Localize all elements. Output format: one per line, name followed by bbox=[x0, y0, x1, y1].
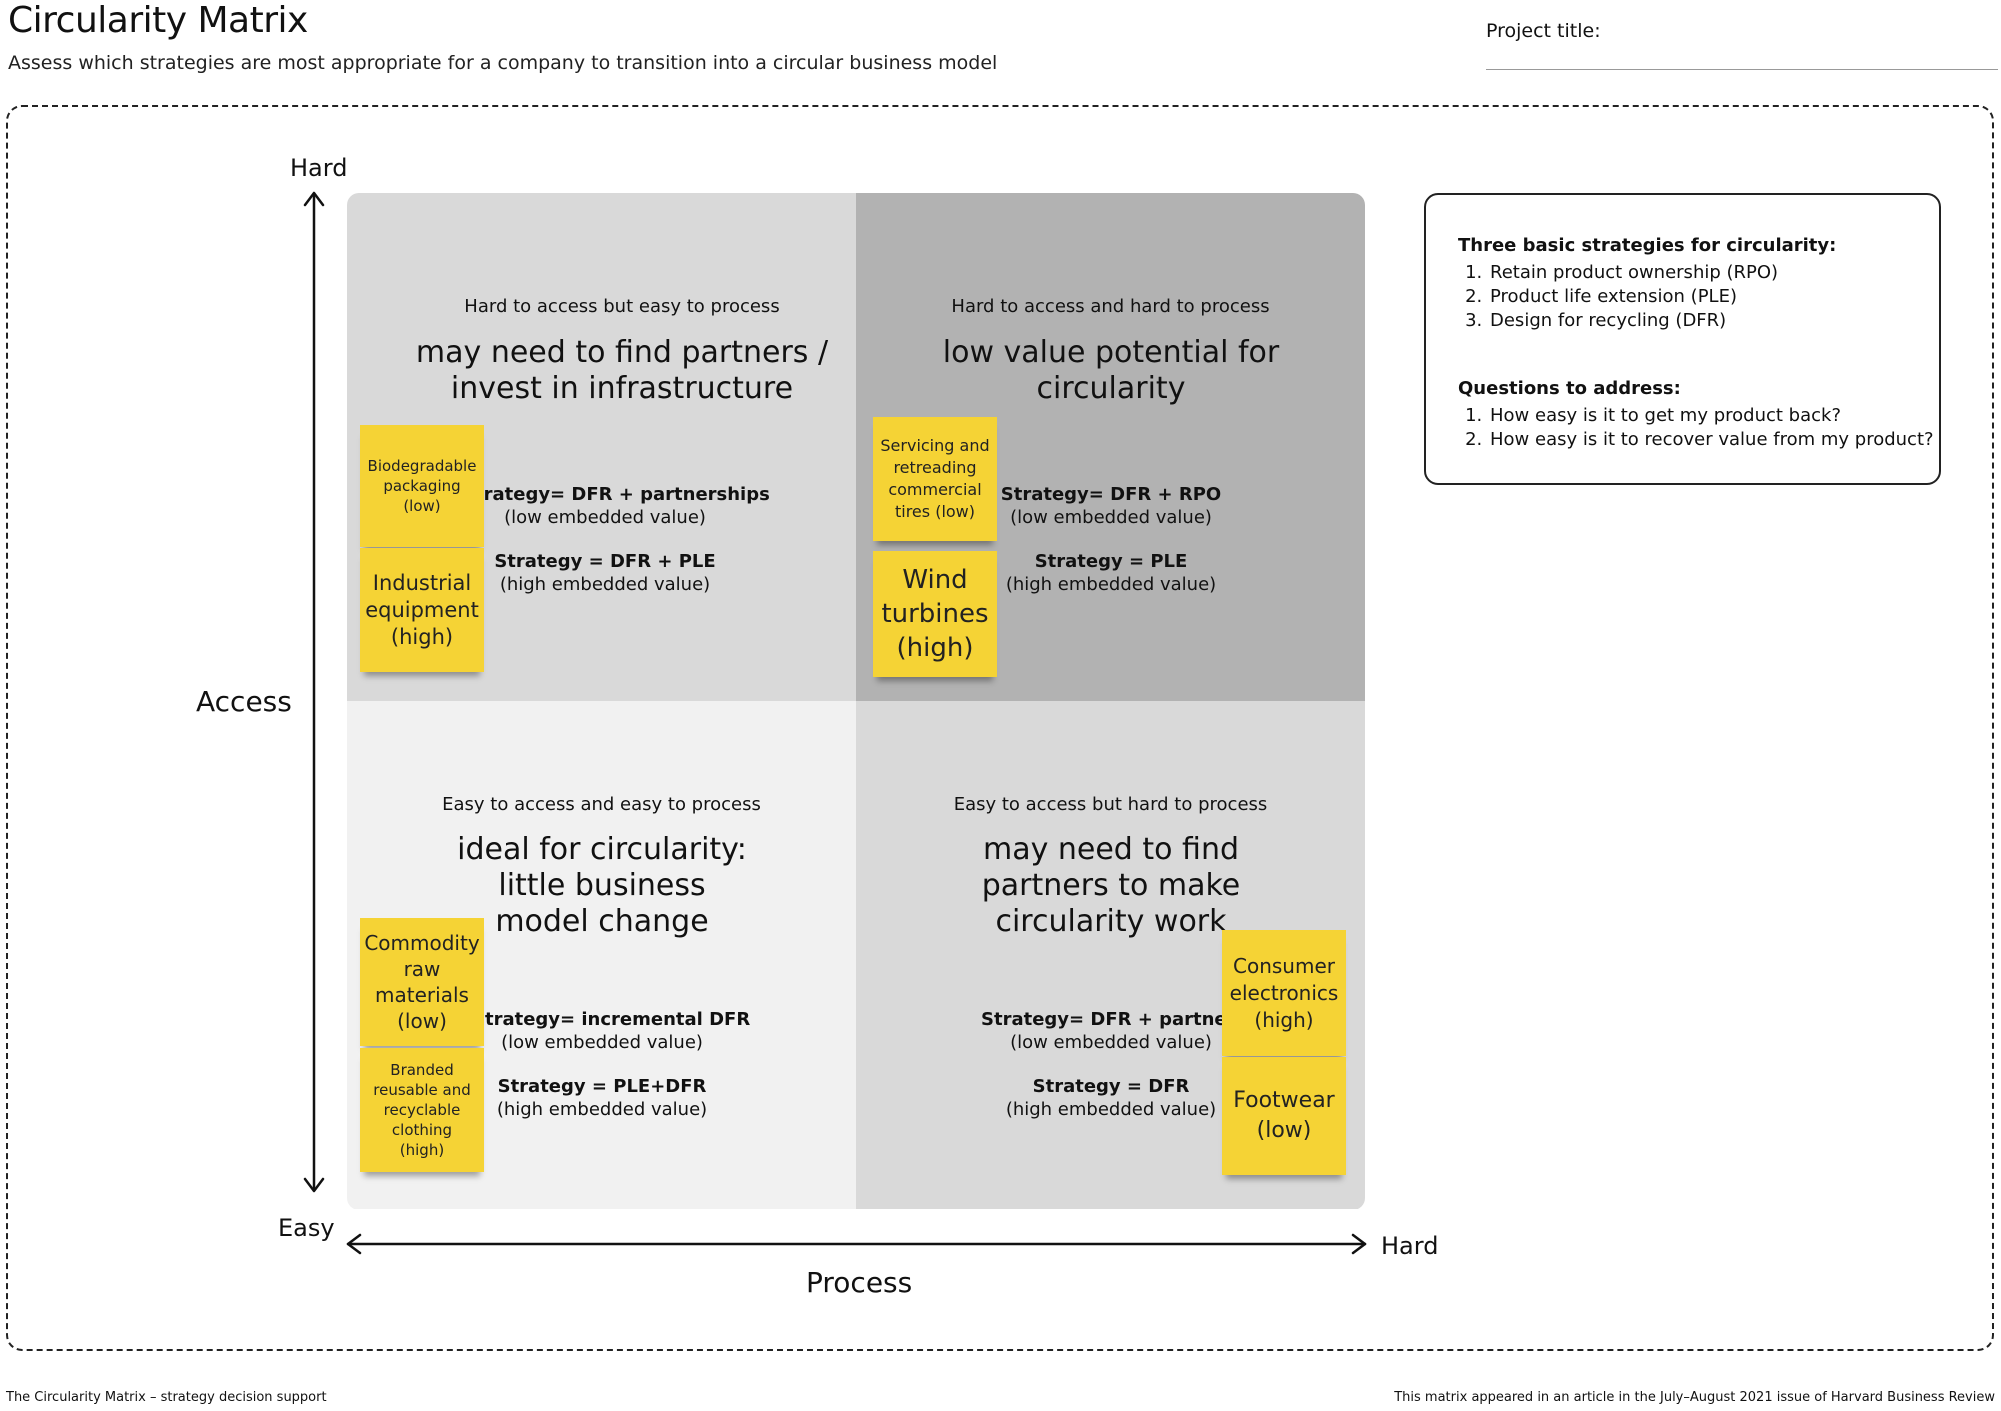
strategies-title: Three basic strategies for circularity: bbox=[1458, 235, 1837, 256]
quadrant-label: Hard to access and hard to process bbox=[951, 296, 1270, 317]
strategy-low: Strategy= DFR + partnership (low embedde… bbox=[981, 1009, 1279, 1053]
x-axis-right-label: Hard bbox=[1381, 1232, 1439, 1260]
questions-list: How easy is it to get my product back? H… bbox=[1458, 404, 1934, 452]
quadrant-heading: may need to find partners to make circul… bbox=[981, 832, 1241, 939]
strategies-list: Retain product ownership (RPO) Product l… bbox=[1458, 261, 1778, 333]
quadrant-heading: may need to find partners / invest in in… bbox=[415, 335, 829, 406]
list-item: How easy is it to recover value from my … bbox=[1488, 428, 1934, 452]
project-title-label: Project title: bbox=[1486, 20, 1601, 42]
quadrant-heading: ideal for circularity: little business m… bbox=[457, 832, 747, 939]
sticky-note-biodegradable-packaging[interactable]: Biodegradable packaging (low) bbox=[360, 425, 484, 547]
sticky-note-footwear[interactable]: Footwear (low) bbox=[1222, 1057, 1346, 1175]
y-axis-bottom-label: Easy bbox=[278, 1214, 335, 1242]
y-axis-top-label: Hard bbox=[290, 154, 348, 182]
canvas-frame bbox=[6, 105, 1994, 1351]
strategy-high: Strategy = DFR (high embedded value) bbox=[1005, 1076, 1217, 1120]
sticky-note-consumer-electronics[interactable]: Consumer electronics (high) bbox=[1222, 930, 1346, 1056]
sticky-note-branded-clothing[interactable]: Branded reusable and recyclable clothing… bbox=[360, 1048, 484, 1172]
x-axis-name: Process bbox=[806, 1266, 913, 1299]
sticky-note-wind-turbines[interactable]: Wind turbines (high) bbox=[873, 551, 997, 677]
quadrant-label: Easy to access but hard to process bbox=[953, 794, 1268, 815]
quadrant-heading: low value potential for circularity bbox=[942, 335, 1280, 406]
footer-left: The Circularity Matrix – strategy decisi… bbox=[6, 1390, 327, 1405]
sticky-note-commodity-raw-materials[interactable]: Commodity raw materials (low) bbox=[360, 918, 484, 1046]
list-item: Design for recycling (DFR) bbox=[1488, 309, 1778, 333]
strategy-low: Strategy= incremental DFR (low embedded … bbox=[472, 1009, 751, 1053]
questions-title: Questions to address: bbox=[1458, 378, 1681, 399]
info-box: Three basic strategies for circularity: … bbox=[1424, 193, 1941, 485]
list-item: Retain product ownership (RPO) bbox=[1488, 261, 1778, 285]
y-axis-name: Access bbox=[196, 685, 292, 718]
project-title-input-line[interactable] bbox=[1486, 69, 1998, 70]
strategy-low: Strategy= DFR + RPO (low embedded value) bbox=[1000, 484, 1222, 528]
x-axis-arrow-right bbox=[1351, 1233, 1367, 1255]
quadrant-label: Hard to access but easy to process bbox=[464, 296, 780, 317]
list-item: How easy is it to get my product back? bbox=[1488, 404, 1934, 428]
matrix-grid: Hard to access but easy to process may n… bbox=[347, 193, 1365, 1210]
list-item: Product life extension (PLE) bbox=[1488, 285, 1778, 309]
page-title: Circularity Matrix bbox=[8, 0, 308, 41]
sticky-note-servicing-tires[interactable]: Servicing and retreading commercial tire… bbox=[873, 417, 997, 541]
y-axis-arrow-bottom bbox=[303, 1177, 325, 1193]
strategy-high: Strategy = PLE (high embedded value) bbox=[1005, 551, 1217, 595]
x-axis-arrow-left bbox=[346, 1233, 362, 1255]
page-subtitle: Assess which strategies are most appropr… bbox=[8, 52, 998, 74]
sticky-note-industrial-equipment[interactable]: Industrial equipment (high) bbox=[360, 548, 484, 672]
quadrant-label: Easy to access and easy to process bbox=[442, 794, 761, 815]
strategy-low: trategy= DFR + partnerships (low embedde… bbox=[475, 484, 770, 528]
strategy-high: Strategy = PLE+DFR (high embedded value) bbox=[496, 1076, 708, 1120]
strategy-high: Strategy = DFR + PLE (high embedded valu… bbox=[494, 551, 716, 595]
footer-right: This matrix appeared in an article in th… bbox=[1394, 1390, 1995, 1405]
y-axis-arrow-top bbox=[303, 191, 325, 207]
